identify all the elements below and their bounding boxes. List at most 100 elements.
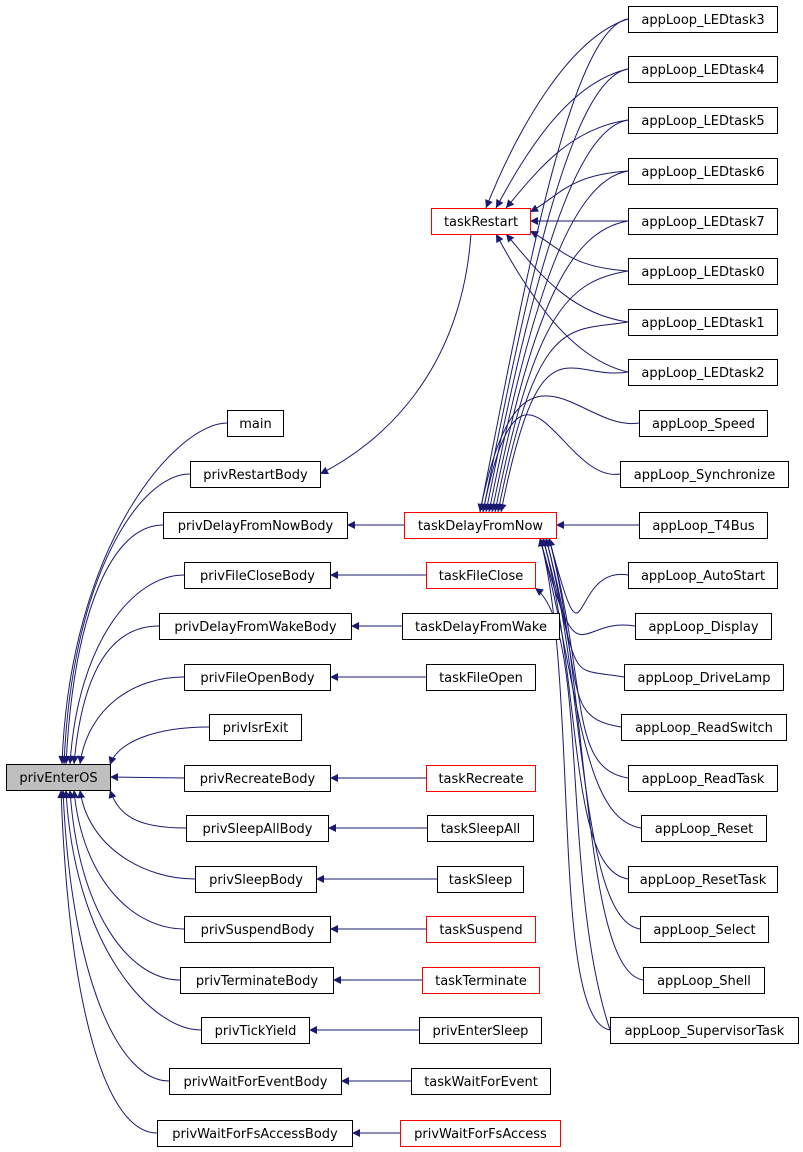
node-label-privSleepAllBody: privSleepAllBody — [203, 822, 313, 837]
edge-appLoop_LEDtask5-to-taskDelayFromNow — [483, 119, 629, 513]
node-label-taskSleep: taskSleep — [449, 873, 512, 888]
node-appLoop_LEDtask3[interactable]: appLoop_LEDtask3 — [628, 6, 778, 33]
edge-appLoop_Reset-to-taskDelayFromNow — [538, 537, 642, 829]
node-appLoop_LEDtask7[interactable]: appLoop_LEDtask7 — [628, 208, 778, 235]
edge-appLoop_LEDtask4-to-taskDelayFromNow — [480, 68, 629, 513]
edge-appLoop_LEDtask0-to-taskDelayFromNow — [492, 270, 629, 513]
edge-privRestartBody-to-privEnterOS — [60, 473, 191, 765]
node-privRecreateBody[interactable]: privRecreateBody — [184, 765, 331, 792]
edge-appLoop_ResetTask-to-taskDelayFromNow — [541, 537, 629, 880]
node-appLoop_T4Bus[interactable]: appLoop_T4Bus — [639, 512, 768, 539]
node-box-appLoop_LEDtask6 — [628, 158, 778, 185]
node-box-appLoop_LEDtask3 — [628, 6, 778, 33]
node-label-appLoop_LEDtask0: appLoop_LEDtask0 — [641, 265, 764, 280]
node-label-privWaitForEventBody: privWaitForEventBody — [184, 1075, 328, 1090]
node-label-appLoop_DriveLamp: appLoop_DriveLamp — [638, 671, 771, 686]
node-appLoop_Display[interactable]: appLoop_Display — [635, 613, 772, 640]
node-box-privTickYield — [201, 1017, 310, 1044]
node-privSleepBody[interactable]: privSleepBody — [195, 866, 317, 893]
node-box-appLoop_Select — [640, 916, 769, 943]
edge-main-to-privEnterOS — [58, 422, 228, 765]
node-label-taskRestart: taskRestart — [444, 215, 518, 230]
node-appLoop_LEDtask0[interactable]: appLoop_LEDtask0 — [628, 258, 778, 285]
node-privFileOpenBody[interactable]: privFileOpenBody — [184, 664, 331, 691]
edge-privDelayFromWakeBody-to-privEnterOS — [70, 625, 160, 765]
node-appLoop_DriveLamp[interactable]: appLoop_DriveLamp — [624, 664, 784, 691]
edge-appLoop_LEDtask2-to-taskDelayFromNow — [498, 367, 629, 513]
node-privFileCloseBody[interactable]: privFileCloseBody — [184, 562, 331, 589]
node-taskSleepAll[interactable]: taskSleepAll — [427, 815, 534, 842]
node-label-appLoop_Select: appLoop_Select — [653, 923, 755, 938]
node-label-taskDelayFromWake: taskDelayFromWake — [415, 620, 547, 635]
node-taskRecreate[interactable]: taskRecreate — [426, 765, 536, 792]
node-appLoop_Select[interactable]: appLoop_Select — [640, 916, 769, 943]
node-appLoop_Synchronize[interactable]: appLoop_Synchronize — [620, 461, 789, 488]
node-box-privDelayFromWakeBody — [159, 613, 352, 640]
node-appLoop_LEDtask4[interactable]: appLoop_LEDtask4 — [628, 56, 778, 83]
node-taskFileOpen[interactable]: taskFileOpen — [426, 664, 536, 691]
node-privRestartBody[interactable]: privRestartBody — [190, 461, 321, 488]
node-box-appLoop_LEDtask0 — [628, 258, 778, 285]
edge-appLoop_ReadTask-to-taskDelayFromNow — [547, 537, 629, 779]
node-label-taskFileClose: taskFileClose — [439, 569, 524, 584]
node-taskSuspend[interactable]: taskSuspend — [426, 916, 536, 943]
edge-privRecreateBody-to-privEnterOS — [109, 773, 185, 782]
node-label-privWaitForFsAccess: privWaitForFsAccess — [414, 1127, 547, 1142]
node-box-privDelayFromNowBody — [163, 512, 348, 539]
node-label-taskSleepAll: taskSleepAll — [441, 822, 521, 837]
node-privDelayFromNowBody[interactable]: privDelayFromNowBody — [163, 512, 348, 539]
node-appLoop_LEDtask1[interactable]: appLoop_LEDtask1 — [628, 309, 778, 336]
node-privEnterSleep[interactable]: privEnterSleep — [419, 1017, 542, 1044]
node-main[interactable]: main — [227, 410, 284, 437]
edge-privWaitForFsAccessBody-to-privEnterOS — [57, 789, 158, 1134]
edge-privTerminateBody-to-privEnterOS — [66, 789, 181, 981]
node-appLoop_LEDtask2[interactable]: appLoop_LEDtask2 — [628, 359, 778, 386]
node-taskDelayFromNow[interactable]: taskDelayFromNow — [404, 512, 557, 539]
node-box-appLoop_ReadTask — [628, 765, 778, 792]
node-privEnterOS[interactable]: privEnterOS — [6, 764, 111, 791]
node-label-privFileOpenBody: privFileOpenBody — [200, 671, 315, 686]
node-taskRestart[interactable]: taskRestart — [431, 208, 531, 235]
edge-privSuspendBody-to-privEnterOS — [70, 789, 185, 930]
node-box-appLoop_LEDtask1 — [628, 309, 778, 336]
node-appLoop_Shell[interactable]: appLoop_Shell — [643, 967, 765, 994]
node-privTickYield[interactable]: privTickYield — [201, 1017, 310, 1044]
node-box-main — [227, 410, 284, 437]
node-box-appLoop_SupervisorTask — [610, 1017, 799, 1044]
node-taskTerminate[interactable]: taskTerminate — [422, 967, 540, 994]
node-privSleepAllBody[interactable]: privSleepAllBody — [186, 815, 329, 842]
node-box-taskWaitForEvent — [411, 1068, 551, 1095]
node-appLoop_AutoStart[interactable]: appLoop_AutoStart — [628, 562, 778, 589]
node-taskDelayFromWake[interactable]: taskDelayFromWake — [402, 613, 560, 640]
node-privDelayFromWakeBody[interactable]: privDelayFromWakeBody — [159, 613, 352, 640]
node-privTerminateBody[interactable]: privTerminateBody — [180, 967, 334, 994]
node-privWaitForEventBody[interactable]: privWaitForEventBody — [169, 1068, 342, 1095]
node-appLoop_Speed[interactable]: appLoop_Speed — [639, 410, 768, 437]
node-label-privIsrExit: privIsrExit — [223, 721, 288, 736]
node-box-appLoop_Synchronize — [620, 461, 789, 488]
node-privWaitForFsAccess[interactable]: privWaitForFsAccess — [400, 1120, 561, 1147]
node-appLoop_SupervisorTask[interactable]: appLoop_SupervisorTask — [610, 1017, 799, 1044]
node-box-appLoop_Shell — [643, 967, 765, 994]
node-taskFileClose[interactable]: taskFileClose — [426, 562, 536, 589]
edge-privWaitForEventBody-to-privEnterOS — [59, 789, 170, 1082]
node-appLoop_ResetTask[interactable]: appLoop_ResetTask — [628, 866, 778, 893]
node-label-privSleepBody: privSleepBody — [209, 873, 303, 888]
node-label-appLoop_ResetTask: appLoop_ResetTask — [640, 873, 767, 888]
node-taskWaitForEvent[interactable]: taskWaitForEvent — [411, 1068, 551, 1095]
node-appLoop_LEDtask6[interactable]: appLoop_LEDtask6 — [628, 158, 778, 185]
node-appLoop_LEDtask5[interactable]: appLoop_LEDtask5 — [628, 107, 778, 134]
node-label-privRecreateBody: privRecreateBody — [200, 772, 316, 787]
node-privIsrExit[interactable]: privIsrExit — [209, 714, 302, 741]
node-taskSleep[interactable]: taskSleep — [437, 866, 524, 893]
node-appLoop_ReadTask[interactable]: appLoop_ReadTask — [628, 765, 778, 792]
node-label-taskRecreate: taskRecreate — [438, 772, 523, 787]
node-appLoop_ReadSwitch[interactable]: appLoop_ReadSwitch — [621, 714, 787, 741]
node-label-main: main — [239, 417, 271, 432]
node-appLoop_Reset[interactable]: appLoop_Reset — [641, 815, 767, 842]
node-privSuspendBody[interactable]: privSuspendBody — [184, 916, 331, 943]
edge-appLoop_LEDtask1-to-taskRestart — [505, 233, 629, 323]
node-box-appLoop_AutoStart — [628, 562, 778, 589]
node-privWaitForFsAccessBody[interactable]: privWaitForFsAccessBody — [157, 1120, 353, 1147]
